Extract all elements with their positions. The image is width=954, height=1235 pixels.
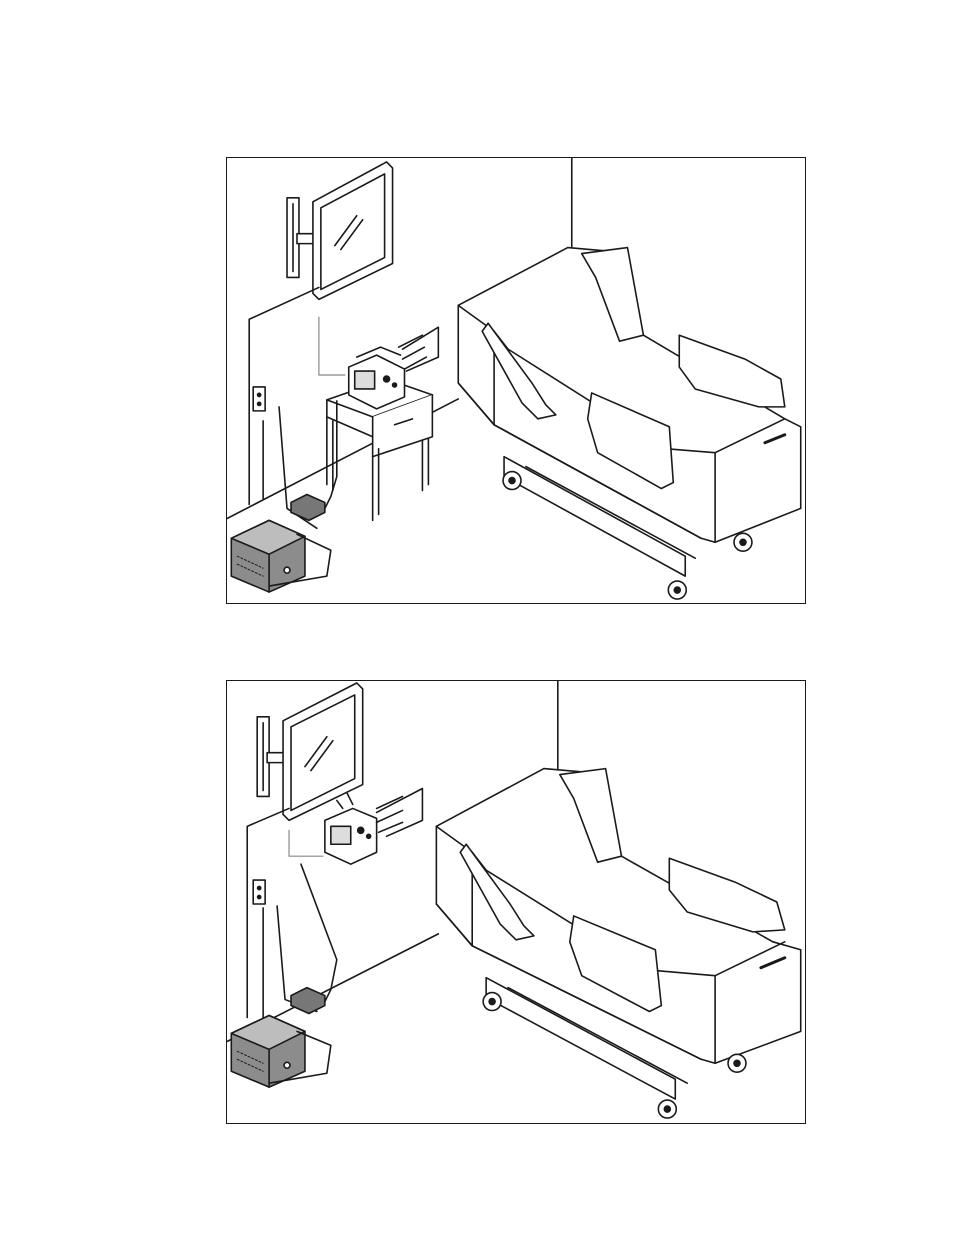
illustration-wall-mount-setup	[226, 680, 806, 1124]
bed-caster-1	[503, 472, 521, 490]
cable-tv-to-monitor	[319, 317, 345, 375]
cable-tv-to-power	[247, 808, 289, 1017]
power-adapter-icon	[291, 494, 325, 520]
illustration-bedside-setup	[226, 157, 806, 604]
bed-caster-2	[668, 581, 686, 599]
wall-mount-setup-drawing	[227, 681, 805, 1123]
bed-caster-3	[728, 1054, 746, 1072]
patient-monitor-icon	[349, 347, 405, 409]
wall-tv-icon	[313, 162, 393, 299]
wall-mount-rail	[257, 717, 285, 797]
sensor-leads	[399, 327, 439, 371]
cable-tv-to-monitor	[289, 830, 323, 856]
patient-monitor-icon	[325, 792, 377, 864]
adapter-cable	[301, 864, 337, 1001]
wall-mount-rail	[287, 198, 315, 278]
bedside-setup-drawing	[227, 158, 805, 603]
power-adapter-icon	[291, 988, 325, 1014]
hospital-bed	[458, 248, 800, 577]
wall-outlet-icon	[253, 387, 265, 411]
power-supply-box	[231, 1015, 305, 1087]
wall-outlet-icon	[253, 880, 265, 904]
hospital-bed	[436, 769, 800, 1100]
bed-caster-2	[658, 1100, 676, 1118]
sensor-leads	[377, 789, 423, 837]
bed-caster-3	[734, 533, 752, 551]
bed-caster-1	[483, 993, 501, 1011]
